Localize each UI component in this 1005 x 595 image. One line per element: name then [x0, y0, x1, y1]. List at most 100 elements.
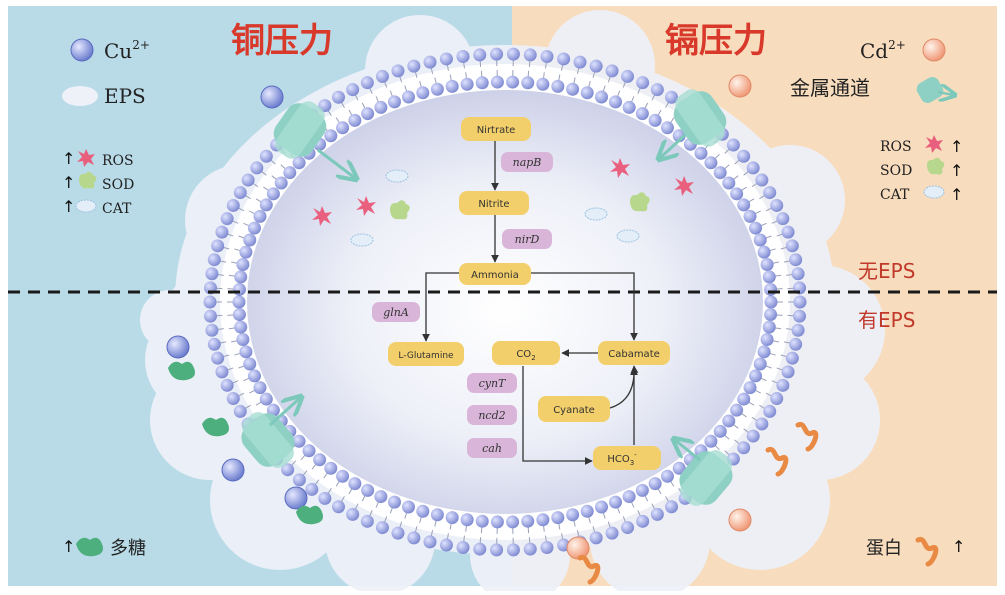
- lipid-head: [551, 80, 564, 93]
- lipid-head: [242, 174, 255, 187]
- lipid-head: [755, 174, 768, 187]
- lipid-head: [758, 246, 771, 259]
- gene-glnA: glnA: [372, 302, 420, 322]
- lipid-head: [204, 310, 217, 323]
- lipid-head: [651, 83, 664, 96]
- lipid-head: [722, 177, 735, 190]
- lipid-head: [609, 95, 622, 108]
- node-glutamine: L-Glutamine: [388, 342, 464, 366]
- svg-text:Cabamate: Cabamate: [608, 349, 660, 360]
- lipid-head: [763, 321, 776, 334]
- lipid-head: [694, 147, 707, 160]
- lipid-head: [457, 50, 470, 63]
- lipid-head: [792, 267, 805, 280]
- cadmium-stress-header: 镉压力: [665, 21, 767, 61]
- lipid-head: [461, 78, 474, 91]
- lipid-head: [661, 121, 674, 134]
- svg-text:cynT: cynT: [479, 377, 507, 390]
- cd-legend-icon: [923, 39, 945, 61]
- lipid-head: [770, 199, 783, 212]
- lipid-head: [744, 210, 757, 223]
- cat-icon: [386, 170, 408, 182]
- lipid-head: [566, 508, 579, 521]
- lipid-head: [407, 531, 420, 544]
- lipid-head: [661, 470, 674, 483]
- cat-icon: [76, 200, 96, 212]
- lipid-head: [473, 48, 486, 61]
- lipid-head: [303, 444, 316, 457]
- lipid-head: [651, 508, 664, 521]
- node-cabamate: Cabamate: [598, 341, 670, 365]
- cat-label-left: CAT: [102, 201, 132, 217]
- lipid-head: [786, 239, 799, 252]
- lipid-head: [239, 246, 252, 259]
- node-nitrate: Nirtrate: [461, 117, 531, 141]
- lipid-head: [506, 76, 519, 89]
- lipid-head: [348, 477, 361, 490]
- lipid-head: [581, 86, 594, 99]
- lipid-head: [374, 101, 387, 114]
- lipid-head: [253, 210, 266, 223]
- lipid-head: [446, 511, 459, 524]
- lipid-head: [211, 239, 224, 252]
- cat-icon: [585, 208, 607, 220]
- lipid-head: [744, 381, 757, 394]
- lipid-head: [461, 513, 474, 526]
- lipid-head: [476, 76, 489, 89]
- lipid-head: [507, 48, 520, 61]
- lipid-head: [636, 515, 649, 528]
- lipid-head: [205, 267, 218, 280]
- lipid-head: [765, 296, 778, 309]
- copper-stress-header: 铜压力: [231, 21, 333, 61]
- lipid-head: [416, 505, 429, 518]
- lipid-head: [714, 166, 727, 179]
- protein-up-arrow: ↑: [952, 537, 965, 556]
- cu-ion: [285, 487, 307, 509]
- lipid-head: [782, 226, 795, 239]
- lipid-head: [391, 64, 404, 77]
- lipid-head: [227, 392, 240, 405]
- with-eps-label: 有EPS: [858, 308, 915, 332]
- svg-text:glnA: glnA: [383, 306, 409, 319]
- cat-label-right: CAT: [880, 187, 910, 203]
- lipid-head: [361, 484, 374, 497]
- lipid-head: [374, 490, 387, 503]
- lipid-head: [573, 56, 586, 69]
- lipid-head: [305, 483, 318, 496]
- lipid-head: [407, 60, 420, 73]
- lipid-head: [764, 283, 777, 296]
- lipid-head: [243, 357, 256, 370]
- lipid-head: [361, 107, 374, 120]
- lipid-head: [490, 543, 503, 556]
- lipid-head: [250, 161, 263, 174]
- lipid-head: [388, 496, 401, 509]
- lipid-head: [424, 56, 437, 69]
- lipid-head: [431, 508, 444, 521]
- lipid-head: [491, 515, 504, 528]
- polysaccharide-label: 多糖: [110, 538, 146, 559]
- lipid-head: [361, 515, 374, 528]
- cat-up-arrow-right: ↑: [950, 185, 963, 204]
- lipid-head: [221, 212, 234, 225]
- cd-ion: [729, 509, 751, 531]
- node-cyanate: Cyanate: [538, 396, 610, 422]
- lipid-head: [763, 270, 776, 283]
- lipid-head: [714, 425, 727, 438]
- lipid-head: [204, 296, 217, 309]
- lipid-head: [215, 365, 228, 378]
- lipid-head: [227, 199, 240, 212]
- lipid-head: [754, 357, 767, 370]
- svg-text:Ammonia: Ammonia: [471, 270, 519, 281]
- lipid-head: [764, 308, 777, 321]
- lipid-head: [737, 441, 750, 454]
- lipid-head: [747, 161, 760, 174]
- lipid-head: [260, 198, 273, 211]
- cd-ion: [567, 537, 589, 559]
- lipid-head: [491, 76, 504, 89]
- lipid-head: [730, 187, 743, 200]
- lipid-head: [524, 48, 537, 61]
- lipid-head: [737, 393, 750, 406]
- lipid-head: [793, 310, 806, 323]
- lipid-head: [551, 511, 564, 524]
- lipid-head: [253, 381, 266, 394]
